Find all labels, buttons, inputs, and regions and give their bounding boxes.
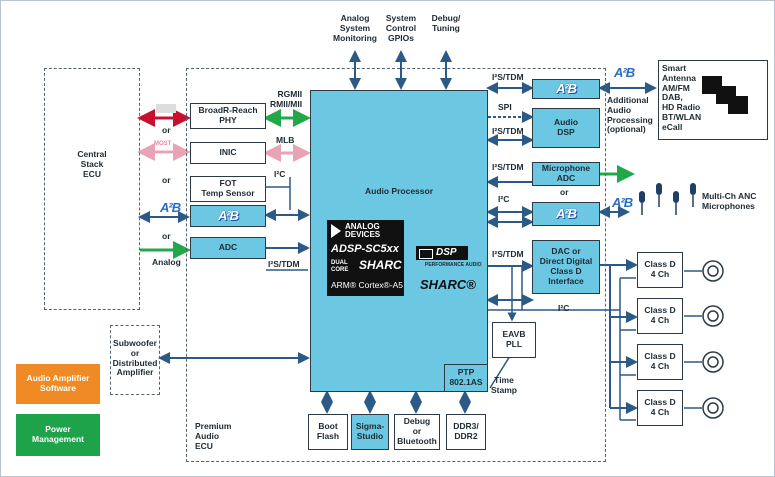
or-label-3: or	[162, 231, 171, 241]
audio-amplifier-software: Audio Amplifier Software	[16, 364, 100, 404]
broadr-badge	[156, 104, 176, 113]
time-stamp-label: Time Stamp	[491, 375, 517, 395]
processor-title: Audio Processor	[364, 186, 434, 196]
debug-tuning-label: Debug/ Tuning	[431, 13, 461, 33]
additional-processing-label: Additional Audio Processing (optional)	[607, 95, 653, 135]
left-i2s-label: I²S/TDM	[268, 259, 300, 269]
debug-bluetooth: Debug or Bluetooth	[394, 414, 440, 450]
mlb-label: MLB	[276, 135, 295, 145]
boot-flash: Boot Flash	[308, 414, 348, 450]
premium-audio-ecu-boundary	[186, 68, 606, 462]
rgmii-label: RGMII RMII/MII	[270, 89, 303, 109]
class-d-3: Class D 4 Ch	[637, 344, 683, 380]
left-a2b-icon: A²B	[160, 200, 181, 215]
dsp-sub-text: PERFORMANCE AUDIO	[425, 262, 482, 268]
adsp-text: ADSP-SC5xx	[331, 243, 399, 255]
spi-label: SPI	[498, 102, 512, 112]
right-i2s-label-4: I²S/TDM	[492, 249, 524, 259]
inic-block: INIC	[190, 142, 266, 164]
microphone-icons	[639, 183, 696, 215]
left-a2b-block: A²B	[190, 205, 266, 227]
central-stack-ecu-boundary	[44, 68, 140, 310]
analog-label: Analog	[152, 257, 181, 267]
class-d-4: Class D 4 Ch	[637, 390, 683, 426]
right-i2s-label-1: I²S/TDM	[492, 72, 524, 82]
right-or-label: or	[560, 187, 569, 197]
analog-devices-text: ANALOG DEVICES	[345, 222, 381, 239]
arm-cortex-text: ARM® Cortex®-A5	[331, 280, 404, 290]
right-a2b-mic: A²B	[532, 202, 600, 226]
or-label-2: or	[162, 175, 171, 185]
central-stack-label: Central Stack ECU	[77, 149, 107, 179]
left-i2c-label: I²C	[274, 169, 286, 179]
class-d-2: Class D 4 Ch	[637, 298, 683, 334]
right-i2c-label: I²C	[498, 194, 510, 204]
adi-triangle-icon	[331, 224, 341, 238]
power-management: Power Management	[16, 414, 100, 456]
multi-ch-anc-label: Multi-Ch ANC Microphones	[702, 191, 757, 211]
eavb-pll: EAVB PLL	[492, 322, 536, 358]
bottom-i2c-label: I²C	[558, 303, 570, 313]
right-a2b-icon: A²B	[614, 65, 635, 80]
smart-antenna-label: Smart Antenna AM/FM DAB, HD Radio BT/WLA…	[662, 63, 702, 132]
or-label-1: or	[162, 125, 171, 135]
gpios-label: System Control GPIOs	[385, 13, 417, 43]
chip-icon-3	[728, 96, 748, 114]
right-a2b-top: A²B	[532, 79, 600, 99]
audio-dsp: Audio DSP	[532, 108, 600, 148]
sharc-text: SHARC	[359, 258, 402, 272]
microphone-adc: Microphone ADC	[532, 162, 600, 186]
dac-block: DAC or Direct Digital Class D Interface	[532, 240, 600, 294]
analog-monitoring-label: Analog System Monitoring	[333, 13, 377, 43]
speaker-icons	[702, 260, 724, 419]
subwoofer-label: Subwoofer or Distributed Amplifier	[112, 338, 158, 378]
smart-antenna-box: Smart Antenna AM/FM DAB, HD Radio BT/WLA…	[658, 60, 768, 140]
subwoofer-boundary	[110, 325, 160, 395]
most-badge: MOST	[154, 141, 172, 147]
ddr-block: DDR3/ DDR2	[446, 414, 486, 450]
right-i2s-label-3: I²S/TDM	[492, 162, 524, 172]
mic-a2b-icon: A²B	[612, 195, 633, 210]
sharc-logo-text: SHARC®	[420, 277, 476, 292]
right-i2s-label-2: I²S/TDM	[492, 126, 524, 136]
dual-core-text: DUAL CORE	[331, 260, 349, 273]
dsp-chip-icon	[419, 249, 433, 259]
broadr-reach-phy: BroadR-Reach PHY	[190, 103, 266, 129]
dsp-text: DSP	[436, 247, 457, 258]
sigma-studio: Sigma- Studio	[351, 414, 389, 450]
class-d-1: Class D 4 Ch	[637, 252, 683, 288]
adc-block: ADC	[190, 237, 266, 259]
adsp-logo: ANALOG DEVICES ADSP-SC5xx DUAL CORE SHAR…	[327, 220, 404, 296]
ptp-block: PTP 802.1AS	[444, 364, 488, 392]
premium-audio-label: Premium Audio ECU	[195, 421, 232, 451]
fot-temp-sensor: FOT Temp Sensor	[190, 176, 266, 202]
dsp-logo: DSP	[416, 246, 468, 260]
